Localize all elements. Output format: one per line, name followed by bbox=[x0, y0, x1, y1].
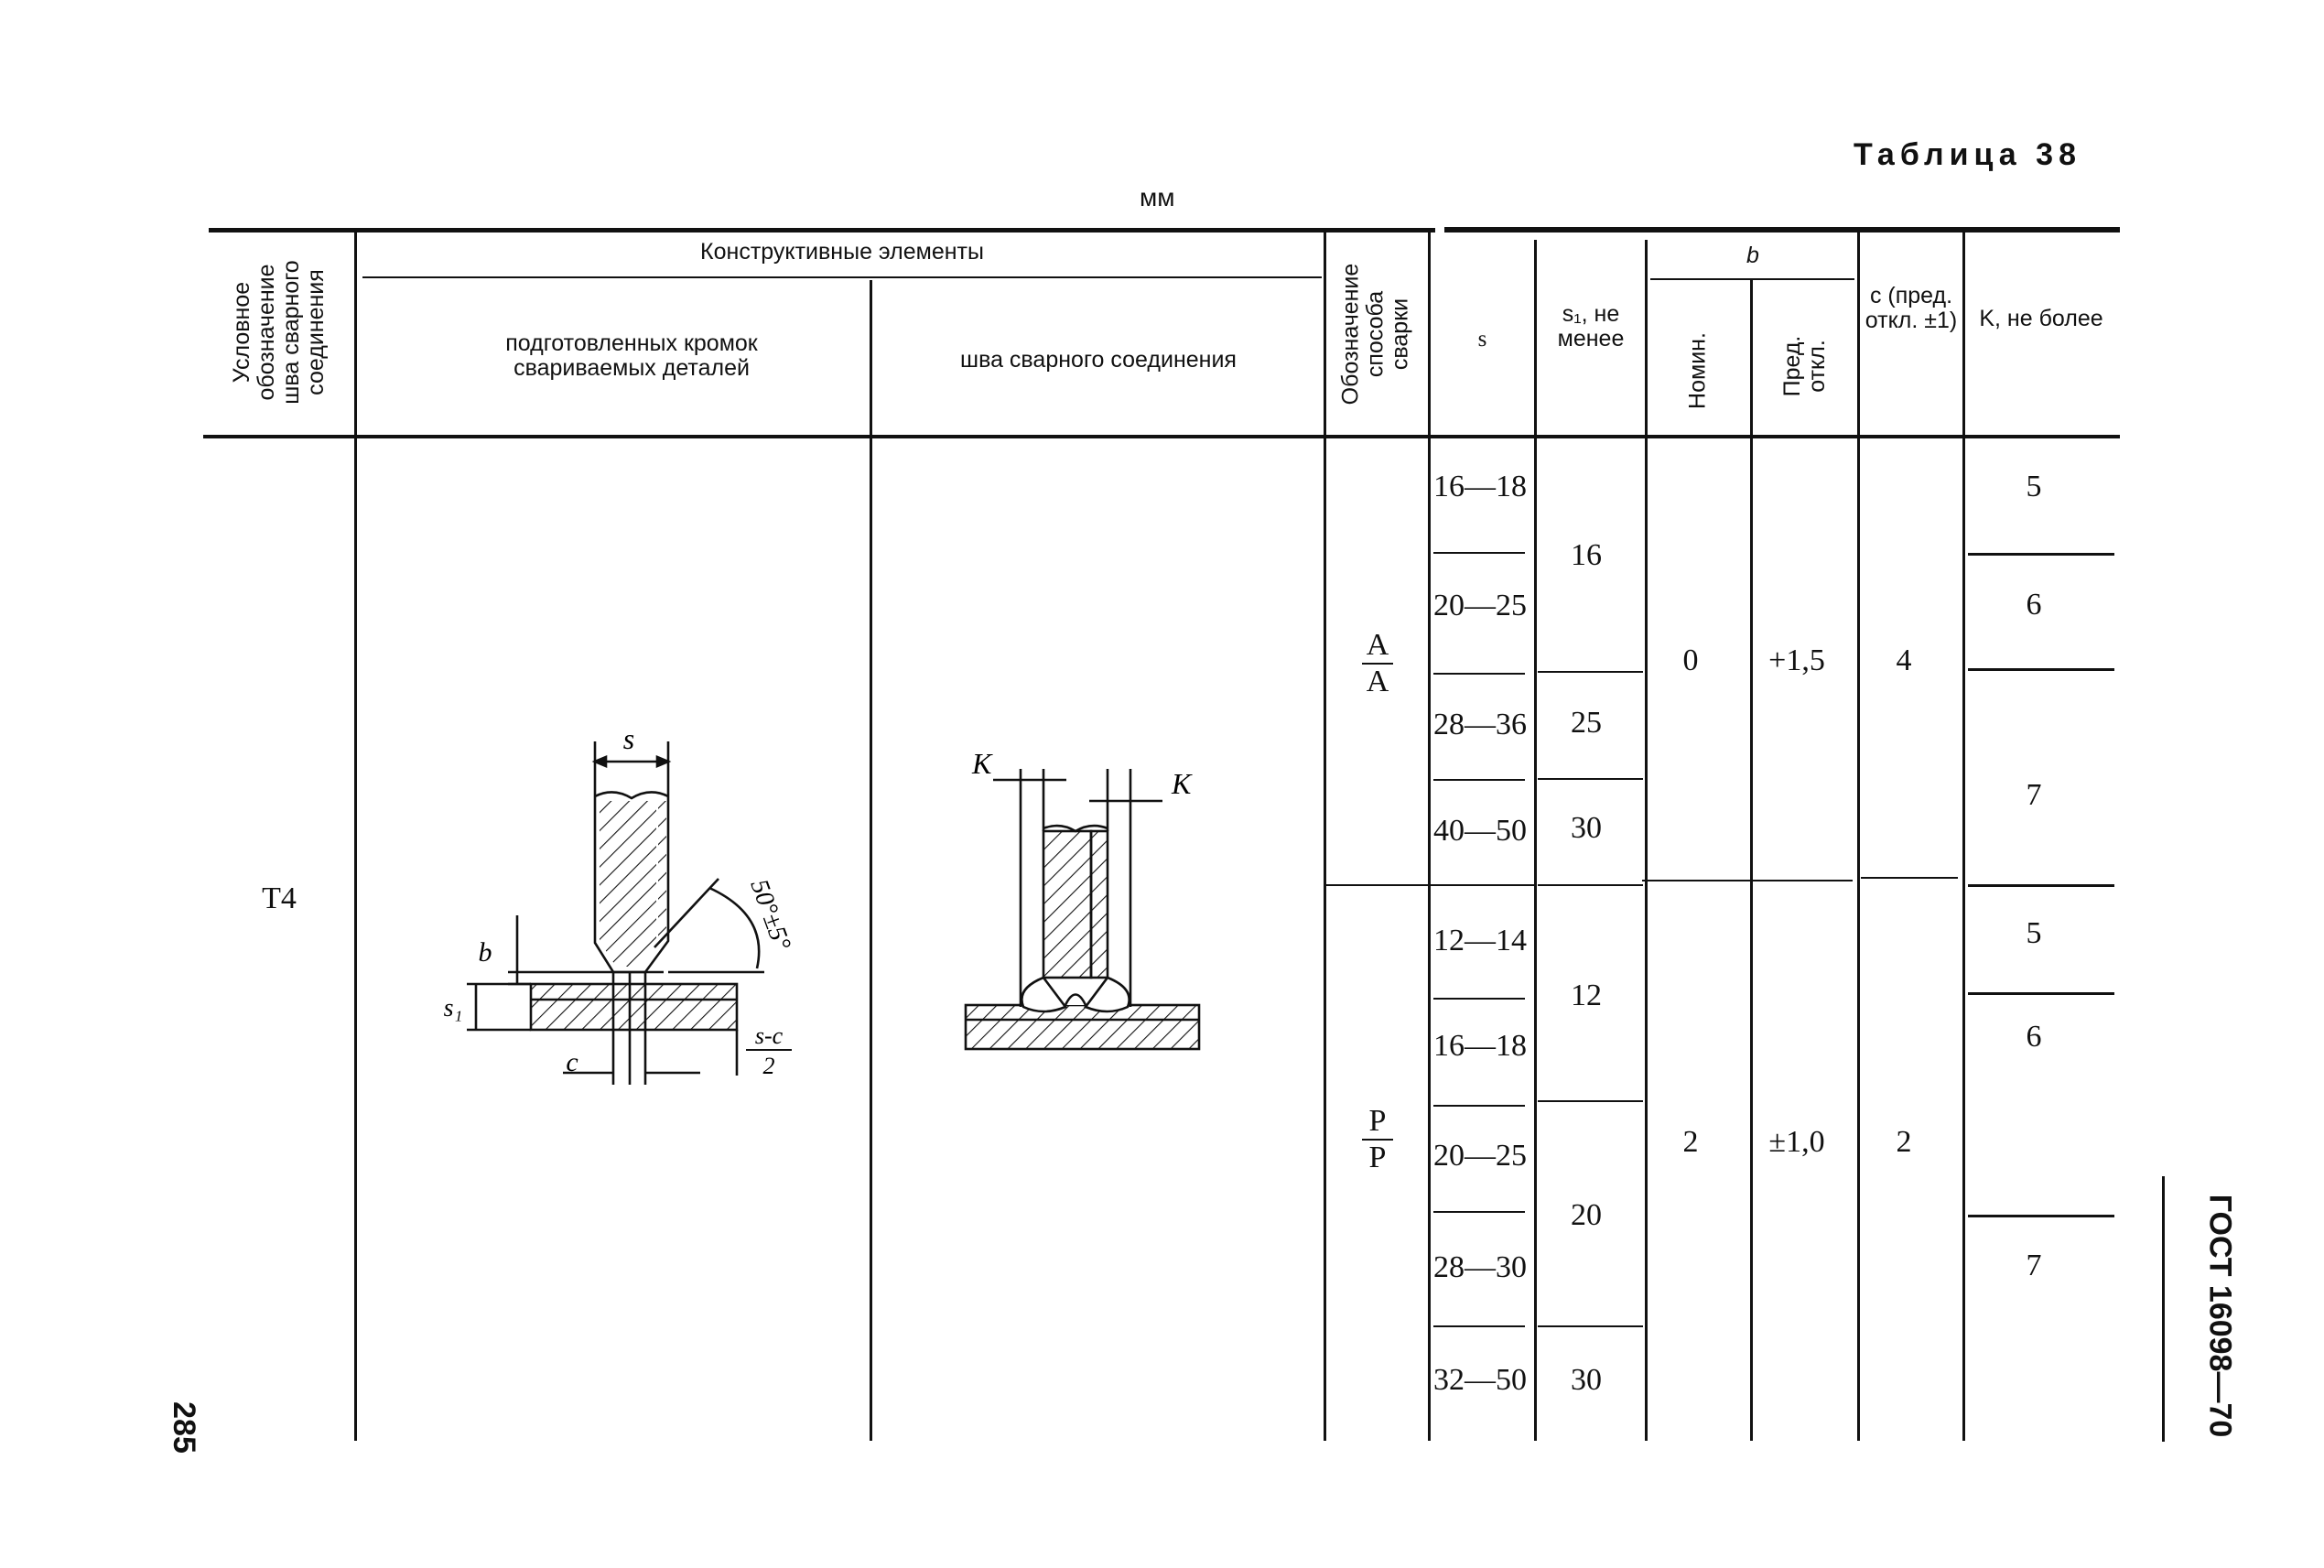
s-range: 16—18 bbox=[1433, 1029, 1527, 1063]
s-range: 16—18 bbox=[1433, 470, 1527, 503]
s-divider bbox=[1433, 673, 1525, 675]
s1-value: 20 bbox=[1571, 1198, 1602, 1232]
top-rule-right bbox=[1444, 227, 2120, 232]
c-divider bbox=[1861, 877, 1958, 879]
s1-value: 12 bbox=[1571, 979, 1602, 1012]
s1-value: 16 bbox=[1571, 538, 1602, 572]
row-designation: Т4 bbox=[262, 881, 297, 915]
s-divider bbox=[1433, 1325, 1525, 1327]
header-structural-elements: Конструктивные элементы bbox=[700, 239, 984, 265]
s1-value: 30 bbox=[1571, 811, 1602, 845]
k-divider bbox=[1968, 992, 2114, 995]
header-designation: Условное обозначение шва сварного соедин… bbox=[229, 260, 329, 405]
weld-seam-drawing: K K bbox=[964, 747, 1201, 1051]
k-divider bbox=[1968, 553, 2114, 556]
header-subrule-b bbox=[1650, 278, 1854, 280]
col-line-7 bbox=[1750, 280, 1753, 1441]
header-s: s bbox=[1477, 327, 1487, 351]
label-sc-num: s-c bbox=[755, 1022, 784, 1049]
s-range: 28—36 bbox=[1433, 708, 1527, 741]
header-c: c (пред. откл. ±1) bbox=[1865, 283, 1958, 333]
s1-divider bbox=[1538, 671, 1643, 673]
k-value: 5 bbox=[2026, 916, 2042, 950]
col-line-5 bbox=[1534, 240, 1537, 1441]
k-value: 7 bbox=[2026, 1249, 2042, 1282]
side-label-rule bbox=[2162, 1176, 2165, 1442]
s1-divider bbox=[1538, 778, 1643, 780]
k-value: 5 bbox=[2026, 470, 2042, 503]
col-line-8 bbox=[1857, 232, 1860, 1441]
k-value: 6 bbox=[2026, 588, 2042, 622]
label-s1: s₁ bbox=[444, 994, 463, 1022]
label-k-left: K bbox=[971, 747, 993, 780]
label-s: s bbox=[623, 723, 634, 755]
col-line-6 bbox=[1645, 240, 1648, 1441]
header-k: K, не более bbox=[1979, 306, 2103, 331]
s-range: 12—14 bbox=[1433, 924, 1527, 957]
header-b: b bbox=[1746, 243, 1759, 268]
c-value: 2 bbox=[1896, 1125, 1912, 1159]
s-divider bbox=[1433, 552, 1525, 554]
header-bottom-rule bbox=[203, 435, 2120, 438]
s-range: 20—25 bbox=[1433, 1139, 1527, 1173]
s-range: 28—30 bbox=[1433, 1250, 1527, 1284]
b-nominal-value: 2 bbox=[1682, 1125, 1699, 1159]
b-tolerance-value: ±1,0 bbox=[1768, 1125, 1825, 1159]
s-divider bbox=[1433, 998, 1525, 1000]
label-sc-den: 2 bbox=[763, 1053, 775, 1079]
s1-value: 30 bbox=[1571, 1363, 1602, 1397]
b-nominal-value: 0 bbox=[1682, 643, 1699, 677]
s-divider bbox=[1431, 884, 1534, 886]
top-rule-left bbox=[209, 228, 1435, 232]
s-range: 20—25 bbox=[1433, 589, 1527, 622]
units-label: мм bbox=[1140, 183, 1175, 211]
b-tolerance-value: +1,5 bbox=[1768, 643, 1825, 677]
header-welding-method: Обозначение способа сварки bbox=[1337, 263, 1413, 406]
col-line-4 bbox=[1428, 232, 1431, 1441]
k-value: 6 bbox=[2026, 1020, 2042, 1054]
s1-divider bbox=[1538, 884, 1643, 886]
page-number: 285 bbox=[166, 1401, 201, 1454]
s1-divider bbox=[1538, 1100, 1643, 1102]
b-divider bbox=[1642, 880, 1853, 881]
header-prepared-edges: подготовленных кромок свариваемых детале… bbox=[505, 330, 758, 381]
k-value: 7 bbox=[2026, 778, 2042, 812]
k-divider bbox=[1968, 884, 2114, 887]
col-line-9 bbox=[1962, 232, 1965, 1441]
s1-value: 25 bbox=[1571, 706, 1602, 740]
k-divider bbox=[1968, 1215, 2114, 1217]
s1-divider bbox=[1538, 1325, 1643, 1327]
header-subrule-structural bbox=[362, 276, 1322, 278]
s-divider bbox=[1433, 1211, 1525, 1213]
col-line-1 bbox=[354, 232, 357, 1441]
label-angle: 50°±5° bbox=[744, 876, 795, 955]
header-weld-seam: шва сварного соединения bbox=[960, 347, 1237, 373]
header-b-tolerance: Пред. откл. bbox=[1779, 335, 1830, 397]
s-range: 40—50 bbox=[1433, 814, 1527, 848]
method-divider bbox=[1325, 884, 1428, 886]
label-b: b bbox=[479, 937, 492, 968]
c-value: 4 bbox=[1896, 643, 1912, 677]
s-range: 32—50 bbox=[1433, 1363, 1527, 1397]
table-title: Таблица 38 bbox=[1854, 137, 2081, 172]
k-divider bbox=[1968, 668, 2114, 671]
s-divider bbox=[1433, 779, 1525, 781]
col-line-3 bbox=[1324, 232, 1326, 1441]
label-k-right: K bbox=[1171, 767, 1193, 800]
s-divider bbox=[1433, 1105, 1525, 1107]
header-s1: s₁, не менее bbox=[1557, 301, 1625, 351]
col-line-2 bbox=[870, 280, 872, 1441]
edge-preparation-drawing: s b s₁ 50°±5° c s-c 2 bbox=[444, 723, 796, 1085]
side-label: ГОСТ 16098—70 bbox=[2202, 1194, 2238, 1438]
header-b-nominal: Номин. bbox=[1684, 332, 1711, 409]
label-c: c bbox=[566, 1047, 578, 1077]
